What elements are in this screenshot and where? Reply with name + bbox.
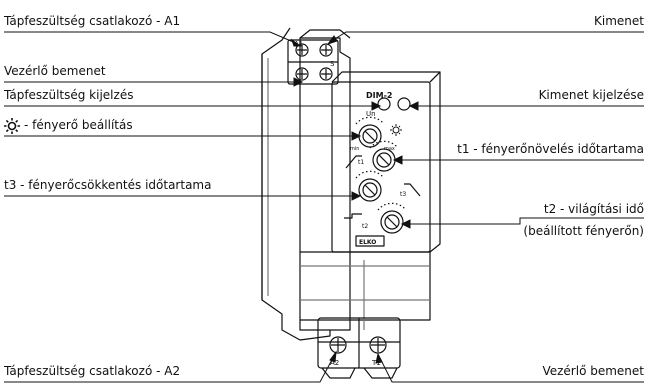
arrow-control-input-bottom — [375, 352, 383, 364]
label-control-input-bottom: Vezérlő bemenet — [542, 364, 644, 378]
arrow-t1 — [392, 155, 403, 165]
terminal-label-t1: T1 — [371, 359, 381, 367]
brand-plate — [355, 235, 385, 247]
knob-label-min: min — [350, 146, 359, 152]
t2-knob — [377, 202, 407, 234]
supply-led — [377, 97, 391, 111]
leader-supply-a1 — [4, 31, 299, 45]
device-model: DIM-2 — [366, 91, 392, 100]
label-supply-indication: Tápfeszültség kijelzés — [4, 88, 134, 102]
terminal-screw-extra — [319, 67, 333, 81]
terminal-label-s: S — [330, 60, 335, 68]
arrow-control-input-top — [293, 77, 304, 87]
sun-icon — [4, 118, 20, 134]
knob-label-max: max — [384, 146, 395, 152]
knob-label-t2: t2 — [362, 223, 368, 230]
label-t2-line2: (beállított fényerőn) — [523, 224, 644, 238]
ramp-up-symbol — [345, 155, 362, 169]
leader-control-input-bottom — [379, 357, 644, 383]
label-output: Kimenet — [594, 14, 644, 28]
arrow-brightness — [351, 131, 362, 141]
brand-label: ELKO — [359, 239, 376, 246]
device-sun-symbol — [390, 124, 402, 136]
knob-label-t1: t1 — [358, 159, 364, 166]
label-supply-a1: Tápfeszültség csatlakozó - A1 — [4, 14, 181, 28]
device-body — [261, 27, 441, 379]
arrow-t3 — [351, 191, 362, 201]
leader-output — [329, 31, 644, 43]
t1-knob — [369, 140, 399, 172]
brightness-knob — [355, 116, 385, 148]
leader-supply-a2 — [4, 355, 335, 383]
label-t3-ramp-down: t3 - fényerőcsökkentés időtartama — [4, 178, 212, 192]
label-t2-line1: t2 - világítási idő — [543, 202, 644, 216]
label-output-indication: Kimenet kijelzése — [538, 88, 644, 102]
terminal-screw-t1 — [369, 336, 387, 354]
arrow-t2 — [400, 219, 411, 229]
arrow-supply-indication — [371, 101, 382, 111]
terminal-label-a2: A2 — [330, 359, 339, 367]
terminal-screw-control — [295, 67, 309, 81]
t3-knob — [355, 170, 385, 202]
flat-symbol — [344, 213, 362, 219]
arrow-output — [326, 35, 338, 45]
device-led-label: Un — [366, 110, 376, 118]
terminal-screw-a2 — [329, 336, 347, 354]
knob-label-t3: t3 — [400, 191, 406, 198]
label-brightness-setting: - fényerő beállítás — [24, 118, 133, 132]
terminal-label-a1: A1 — [294, 40, 303, 48]
output-led — [397, 97, 411, 111]
arrow-supply-a2 — [329, 350, 337, 363]
arrow-output-indication — [408, 101, 419, 111]
leader-t2 — [406, 217, 644, 225]
ramp-down-symbol — [404, 183, 421, 197]
label-supply-a2: Tápfeszültség csatlakozó - A2 — [4, 364, 181, 378]
label-control-input-top: Vezérlő bemenet — [4, 64, 106, 78]
terminal-screw-a1 — [295, 43, 309, 57]
arrow-supply-a1 — [291, 38, 302, 47]
terminal-screw-s — [319, 43, 333, 57]
label-t1-ramp-up: t1 - fényerőnövelés időtartama — [457, 142, 644, 156]
